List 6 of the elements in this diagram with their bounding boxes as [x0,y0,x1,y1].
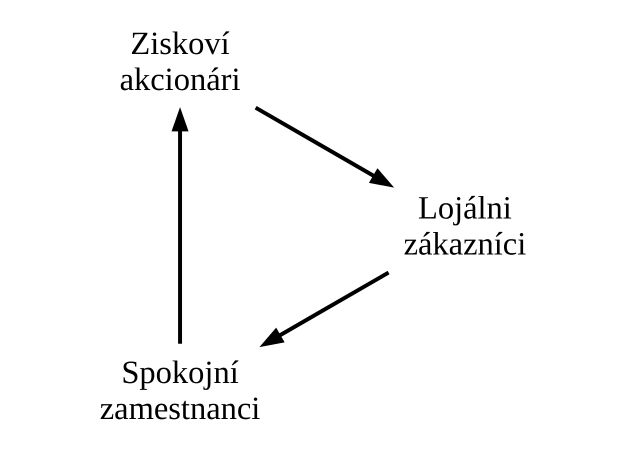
node-text: Ziskoví akcionári [120,26,241,98]
node-text: Spokojní zamestnanci [100,354,260,427]
arrow [172,107,189,344]
arrow [254,106,394,188]
arrow [259,270,390,348]
node-text: Lojálni zákazníci [404,190,526,263]
